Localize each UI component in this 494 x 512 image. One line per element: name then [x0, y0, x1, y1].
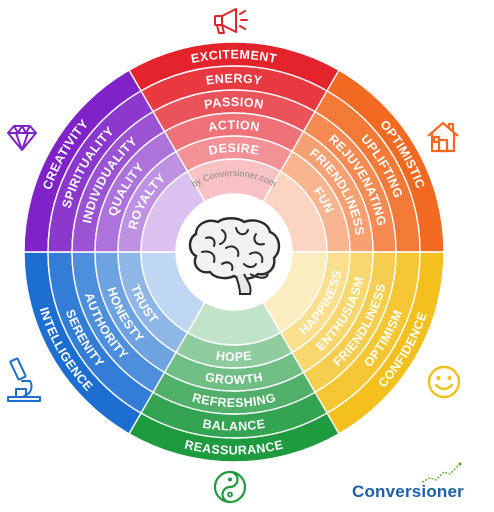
smiley-icon	[427, 365, 461, 399]
label-growth: GROWTH	[204, 370, 264, 387]
label-hope: HOPE	[215, 349, 253, 365]
logo-growth-icon	[421, 462, 462, 483]
label-balance: BALANCE	[202, 417, 267, 434]
yin-yang-icon	[213, 470, 247, 504]
brain-icon	[188, 217, 281, 295]
label-action: ACTION	[207, 118, 261, 134]
label-energy: ENERGY	[205, 71, 263, 87]
megaphone-icon	[214, 8, 248, 34]
label-reassurance: REASSURANCE	[183, 438, 285, 458]
label-refreshing: REFRESHING	[191, 390, 278, 410]
label-desire: DESIRE	[208, 141, 261, 158]
conversioner-logo: Conversioner	[352, 482, 464, 501]
label-excitement: EXCITEMENT	[190, 47, 278, 66]
house-icon	[427, 121, 459, 153]
diamond-icon	[7, 125, 37, 151]
label-passion: PASSION	[203, 95, 265, 112]
microscope-icon	[7, 357, 41, 402]
center-hub	[176, 194, 292, 310]
